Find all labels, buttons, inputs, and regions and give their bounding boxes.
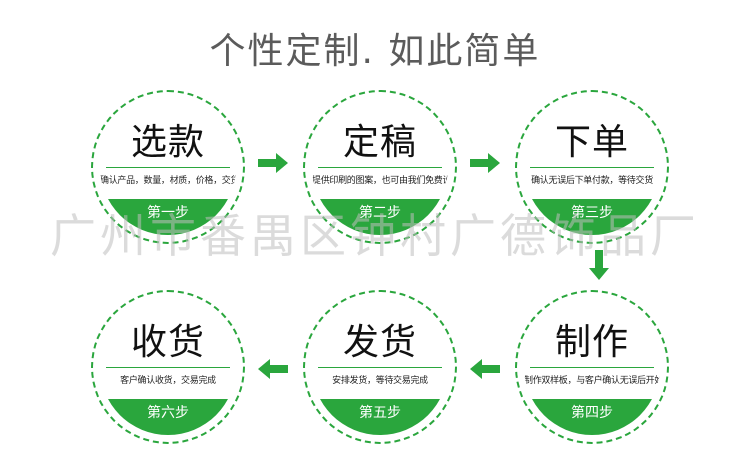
step-title: 制作: [554, 322, 629, 363]
divider: [318, 167, 442, 168]
step-select-style: 选款 确认产品，数量，材质，价格，交货时间 第一步: [91, 90, 245, 244]
dashed-ring: [91, 290, 245, 444]
divider: [106, 167, 230, 168]
dashed-ring: [303, 90, 457, 244]
step-band: [312, 399, 448, 435]
step-circle: 发货 安排发货，等待交易完成 第五步: [312, 299, 448, 435]
step-circle: 定稿 提供印刷的图案，也可由我们免费设计 第二步: [312, 99, 448, 235]
arrow-right-icon: [470, 153, 500, 173]
step-number: 第四步: [571, 405, 613, 421]
arrow-left-icon: [470, 359, 500, 379]
step-band: [524, 399, 660, 435]
step-circle: 选款 确认产品，数量，材质，价格，交货时间 第一步: [100, 99, 236, 235]
arrow-right-icon: [258, 153, 288, 173]
dashed-ring: [91, 90, 245, 244]
step-title: 收货: [130, 322, 205, 363]
dashed-ring: [515, 90, 669, 244]
step-band: [100, 199, 236, 235]
step-ship-goods: 发货 安排发货，等待交易完成 第五步: [303, 290, 457, 444]
divider: [318, 367, 442, 368]
step-number: 第六步: [147, 405, 189, 421]
step-title: 定稿: [342, 122, 417, 163]
step-band: [312, 199, 448, 235]
step-description: 提供印刷的图案，也可由我们免费设计: [312, 176, 448, 186]
step-title: 选款: [130, 122, 205, 163]
step-circle: 下单 确认无误后下单付款，等待交货 第三步: [524, 99, 660, 235]
arrow-down-icon: [589, 250, 609, 280]
step-title: 发货: [342, 322, 417, 363]
step-receive-goods: 收货 客户确认收货，交易完成 第六步: [91, 290, 245, 444]
step-number: 第一步: [147, 205, 189, 221]
step-description: 制作双样板，与客户确认无误后开始制作: [524, 376, 660, 386]
step-number: 第三步: [571, 205, 613, 221]
step-number: 第五步: [359, 405, 401, 421]
step-title: 下单: [554, 122, 629, 163]
page-title: 个性定制. 如此简单: [209, 31, 541, 72]
dashed-ring: [515, 290, 669, 444]
step-description: 确认产品，数量，材质，价格，交货时间: [100, 176, 236, 186]
step-description: 确认无误后下单付款，等待交货: [531, 176, 653, 186]
arrow-left-icon: [258, 359, 288, 379]
step-finalize-design: 定稿 提供印刷的图案，也可由我们免费设计 第二步: [303, 90, 457, 244]
step-band: [524, 199, 660, 235]
step-place-order: 下单 确认无误后下单付款，等待交货 第三步: [515, 90, 669, 244]
step-description: 安排发货，等待交易完成: [332, 376, 428, 386]
step-production: 制作 制作双样板，与客户确认无误后开始制作 第四步: [515, 290, 669, 444]
step-circle: 制作 制作双样板，与客户确认无误后开始制作 第四步: [524, 299, 660, 435]
divider: [530, 367, 654, 368]
step-band: [100, 399, 236, 435]
step-number: 第二步: [359, 205, 401, 221]
step-circle: 收货 客户确认收货，交易完成 第六步: [100, 299, 236, 435]
step-description: 客户确认收货，交易完成: [120, 376, 216, 386]
divider: [106, 367, 230, 368]
dashed-ring: [303, 290, 457, 444]
divider: [530, 167, 654, 168]
